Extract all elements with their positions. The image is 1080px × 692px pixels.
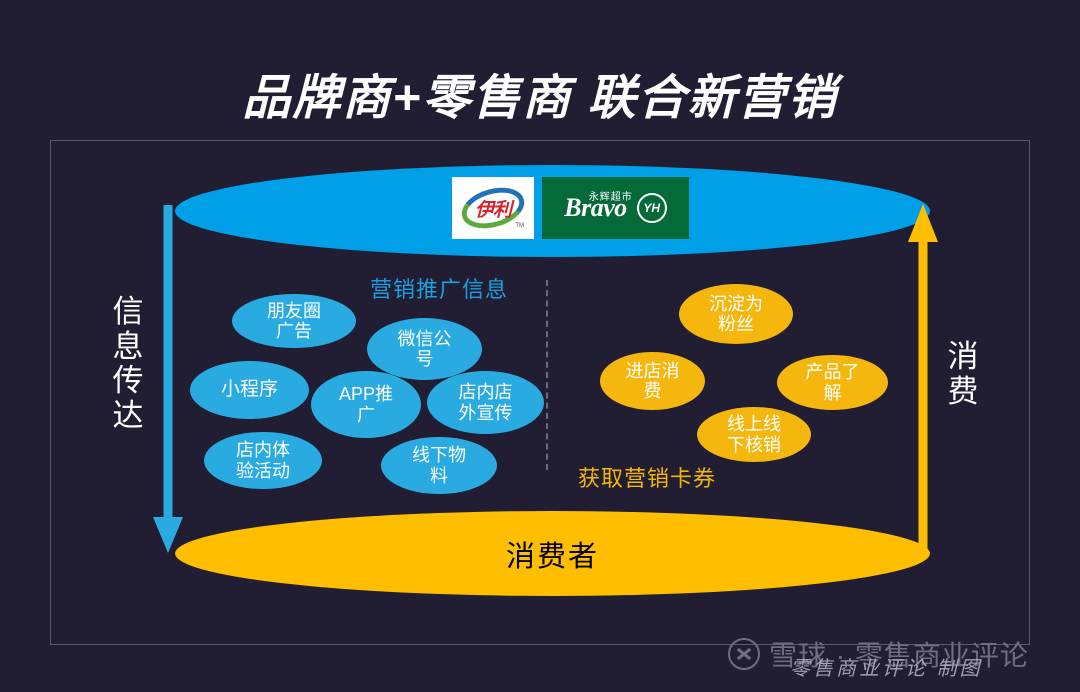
consumer-bubble-2-label: 进店消费	[625, 360, 680, 401]
marketing-bubble-7[interactable]: 线下物料	[381, 437, 497, 494]
consumer-bubble-1-label: 沉淀为粉丝	[709, 293, 763, 334]
marketing-bubble-1-label: 朋友圈广告	[267, 300, 321, 341]
consumer-bubble-1[interactable]: 沉淀为粉丝	[679, 284, 793, 344]
marketing-bubble-1[interactable]: 朋友圈广告	[232, 294, 356, 348]
xueqiu-logo-icon	[728, 638, 760, 670]
yili-logo-text: 伊利	[474, 199, 512, 221]
yili-logo: 伊利 TM	[452, 177, 534, 239]
right-axis-label: 消 费	[943, 339, 983, 409]
right-axis-label-char-2: 费	[947, 373, 979, 409]
right-axis-label-char-1: 消	[947, 339, 979, 374]
bravo-wordmark: Bravo	[564, 193, 627, 222]
consumer-bubble-3-label: 产品了解	[805, 362, 860, 403]
marketing-bubble-4[interactable]: APP推广	[311, 371, 421, 438]
consumer-band	[175, 511, 930, 596]
yili-trademark-symbol: TM	[515, 223, 524, 229]
brand-logos: 伊利 TM Bravo 永辉超市 YH	[452, 177, 689, 239]
watermark-text: 雪球 · 零售商业评论	[769, 640, 1029, 671]
consumer-bubble-2[interactable]: 进店消费	[600, 352, 705, 410]
left-cluster-header: 营销推广信息	[370, 277, 509, 302]
consumer-band-label: 消费者	[505, 540, 599, 573]
yh-badge-icon: YH	[636, 193, 667, 223]
cluster-divider	[546, 280, 548, 470]
left-axis-label-char-4: 达	[112, 398, 144, 434]
consumer-bubble-3[interactable]: 产品了解	[777, 355, 888, 410]
marketing-bubble-5-label: 店内店外宣传	[458, 382, 513, 423]
marketing-bubble-6-label: 店内体验活动	[236, 440, 290, 481]
marketing-bubble-2-label: 微信公号	[397, 328, 452, 369]
right-cluster-header: 获取营销卡券	[578, 466, 717, 491]
marketing-bubble-6[interactable]: 店内体验活动	[204, 432, 322, 489]
yili-logo-mark: 伊利 TM	[457, 180, 529, 236]
left-axis-label-char-3: 传	[112, 363, 144, 399]
consumer-bubble-4[interactable]: 线上线下核销	[697, 407, 811, 462]
credit-text: 零售商业评论 制图	[790, 658, 983, 680]
yonghui-chinese-name: 永辉超市	[588, 192, 633, 203]
marketing-bubble-7-label: 线下物料	[412, 445, 466, 486]
left-axis-label-char-1: 信	[112, 294, 144, 329]
information-flow-arrow	[153, 205, 183, 553]
yonghui-bravo-logo: Bravo 永辉超市 YH	[542, 177, 689, 239]
marketing-bubble-4-label: APP推广	[338, 384, 394, 425]
diagram-frame	[50, 140, 1030, 645]
watermark: 雪球 · 零售商业评论	[728, 634, 1029, 674]
marketing-bubble-5[interactable]: 店内店外宣传	[427, 371, 544, 434]
page-title: 品牌商+零售商 联合新营销	[242, 72, 838, 125]
marketing-bubble-3[interactable]: 小程序	[190, 361, 309, 419]
marketing-bubble-2[interactable]: 微信公号	[367, 318, 482, 380]
consumer-bubble-4-label: 线上线下核销	[727, 414, 781, 455]
consumption-flow-arrow	[908, 204, 938, 555]
left-axis-label: 信 息 传 达	[108, 294, 148, 434]
left-axis-label-char-2: 息	[112, 328, 144, 364]
marketing-bubble-3-label: 小程序	[220, 379, 278, 401]
